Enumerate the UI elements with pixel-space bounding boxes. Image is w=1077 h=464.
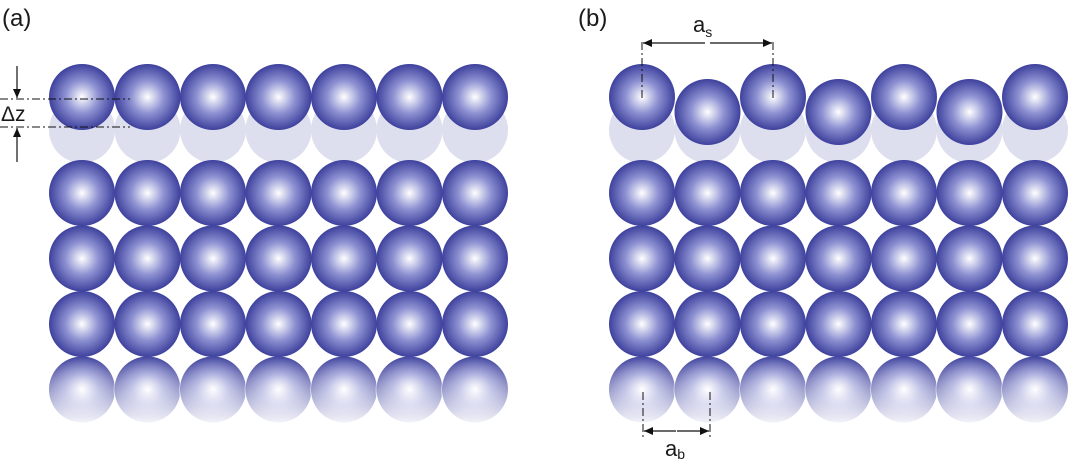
panel-a-bulk-atom (442, 160, 508, 226)
panel-b-surface-atom (1002, 64, 1068, 130)
panel-a-surface-atom (442, 64, 508, 130)
panel-b-bulk-atom (609, 225, 675, 292)
panel-b-fade-overlay (935, 355, 1004, 424)
panel-a-bulk-atom (180, 160, 246, 226)
panel-a-bulk-atom (49, 225, 115, 292)
panel-a-bulk-atom (442, 291, 508, 357)
panel-b-bulk-atom (740, 291, 806, 357)
panel-b-bulk-atom (740, 160, 806, 226)
panel-b-surface-atom (805, 79, 872, 145)
panel-a-bulk-atom (245, 160, 312, 226)
panel-b-atoms (608, 64, 1069, 424)
panel-a-bulk-atom (376, 291, 443, 357)
panel-b-bulk-atom (1002, 291, 1068, 357)
panel-b-surface-atom (871, 64, 937, 130)
panel-b-bulk-atom (1002, 225, 1068, 292)
panel-b-fade-overlay (804, 355, 873, 424)
panel-b-bulk-atom (674, 225, 741, 292)
panel-b-bulk-atom (936, 291, 1003, 357)
panel-b-bulk-atom (936, 160, 1003, 226)
panel-b-fade-overlay (608, 355, 676, 424)
panel-a-surface-atom (245, 64, 312, 130)
dz-label: Δz (1, 103, 26, 126)
panel-a-bulk-atom (245, 291, 312, 357)
panel-a-fade-overlay (310, 355, 378, 424)
panel-a-surface-atom (49, 64, 115, 130)
panel-a-bulk-atom (180, 291, 246, 357)
panel-b-fade-overlay (739, 355, 807, 424)
ab-annotation: ab (642, 392, 711, 462)
panel-a-fade-overlay (375, 355, 444, 424)
panel-a: (a) Δz (0, 5, 509, 424)
dz-annotation: Δz (0, 66, 130, 162)
panel-a-surface-atom (114, 64, 181, 130)
panel-b-surface-atom (674, 79, 741, 145)
panel-b-bulk-atom (609, 291, 675, 357)
panel-b-fade-overlay (1001, 355, 1069, 424)
panel-b-surface-atom (936, 79, 1003, 145)
panel-a-fade-overlay (113, 355, 182, 424)
as-label: as (693, 12, 712, 40)
panel-a-bulk-atom (245, 225, 312, 292)
panel-a-bulk-atom (376, 225, 443, 292)
panel-b-bulk-atom (871, 160, 937, 226)
panel-a-bulk-atom (180, 225, 246, 292)
panel-b-bulk-atom (674, 291, 741, 357)
panel-b-bulk-atom (805, 160, 872, 226)
panel-a-bulk-atom (49, 160, 115, 226)
panel-a-fade-overlay (179, 355, 247, 424)
as-annotation: as (641, 12, 774, 100)
panel-a-surface-atom (376, 64, 443, 130)
ab-label: ab (665, 436, 685, 459)
panel-a-label: (a) (2, 5, 31, 32)
panel-a-bulk-atom (311, 160, 377, 226)
panel-a-bulk-atom (114, 291, 181, 357)
panel-b-bulk-atom (740, 225, 806, 292)
panel-a-surface-atom (180, 64, 246, 130)
panel-b-bulk-atom (609, 160, 675, 226)
panel-a-surface-atom (311, 64, 377, 130)
panel-b-bulk-atom (805, 225, 872, 292)
panel-a-bulk-atom (114, 225, 181, 292)
panel-a-bulk-atom (49, 291, 115, 357)
panel-b-bulk-atom (1002, 160, 1068, 226)
panel-a-bulk-atom (114, 160, 181, 226)
panel-b-fade-overlay (673, 355, 742, 424)
panel-a-fade-overlay (244, 355, 313, 424)
panel-b-bulk-atom (871, 225, 937, 292)
panel-b-fade-overlay (870, 355, 938, 424)
panel-b-bulk-atom (674, 160, 741, 226)
panel-a-atoms (48, 64, 509, 424)
panel-a-bulk-atom (311, 291, 377, 357)
panel-b-bulk-atom (871, 291, 937, 357)
panel-b-label: (b) (578, 5, 607, 32)
panel-b-bulk-atom (805, 291, 872, 357)
panel-b-bulk-atom (936, 225, 1003, 292)
panel-b: (b) as ab (578, 5, 1069, 462)
panel-a-bulk-atom (311, 225, 377, 292)
panel-a-fade-overlay (441, 355, 509, 424)
panel-a-bulk-atom (442, 225, 508, 292)
panel-a-bulk-atom (376, 160, 443, 226)
panel-a-fade-overlay (48, 355, 116, 424)
